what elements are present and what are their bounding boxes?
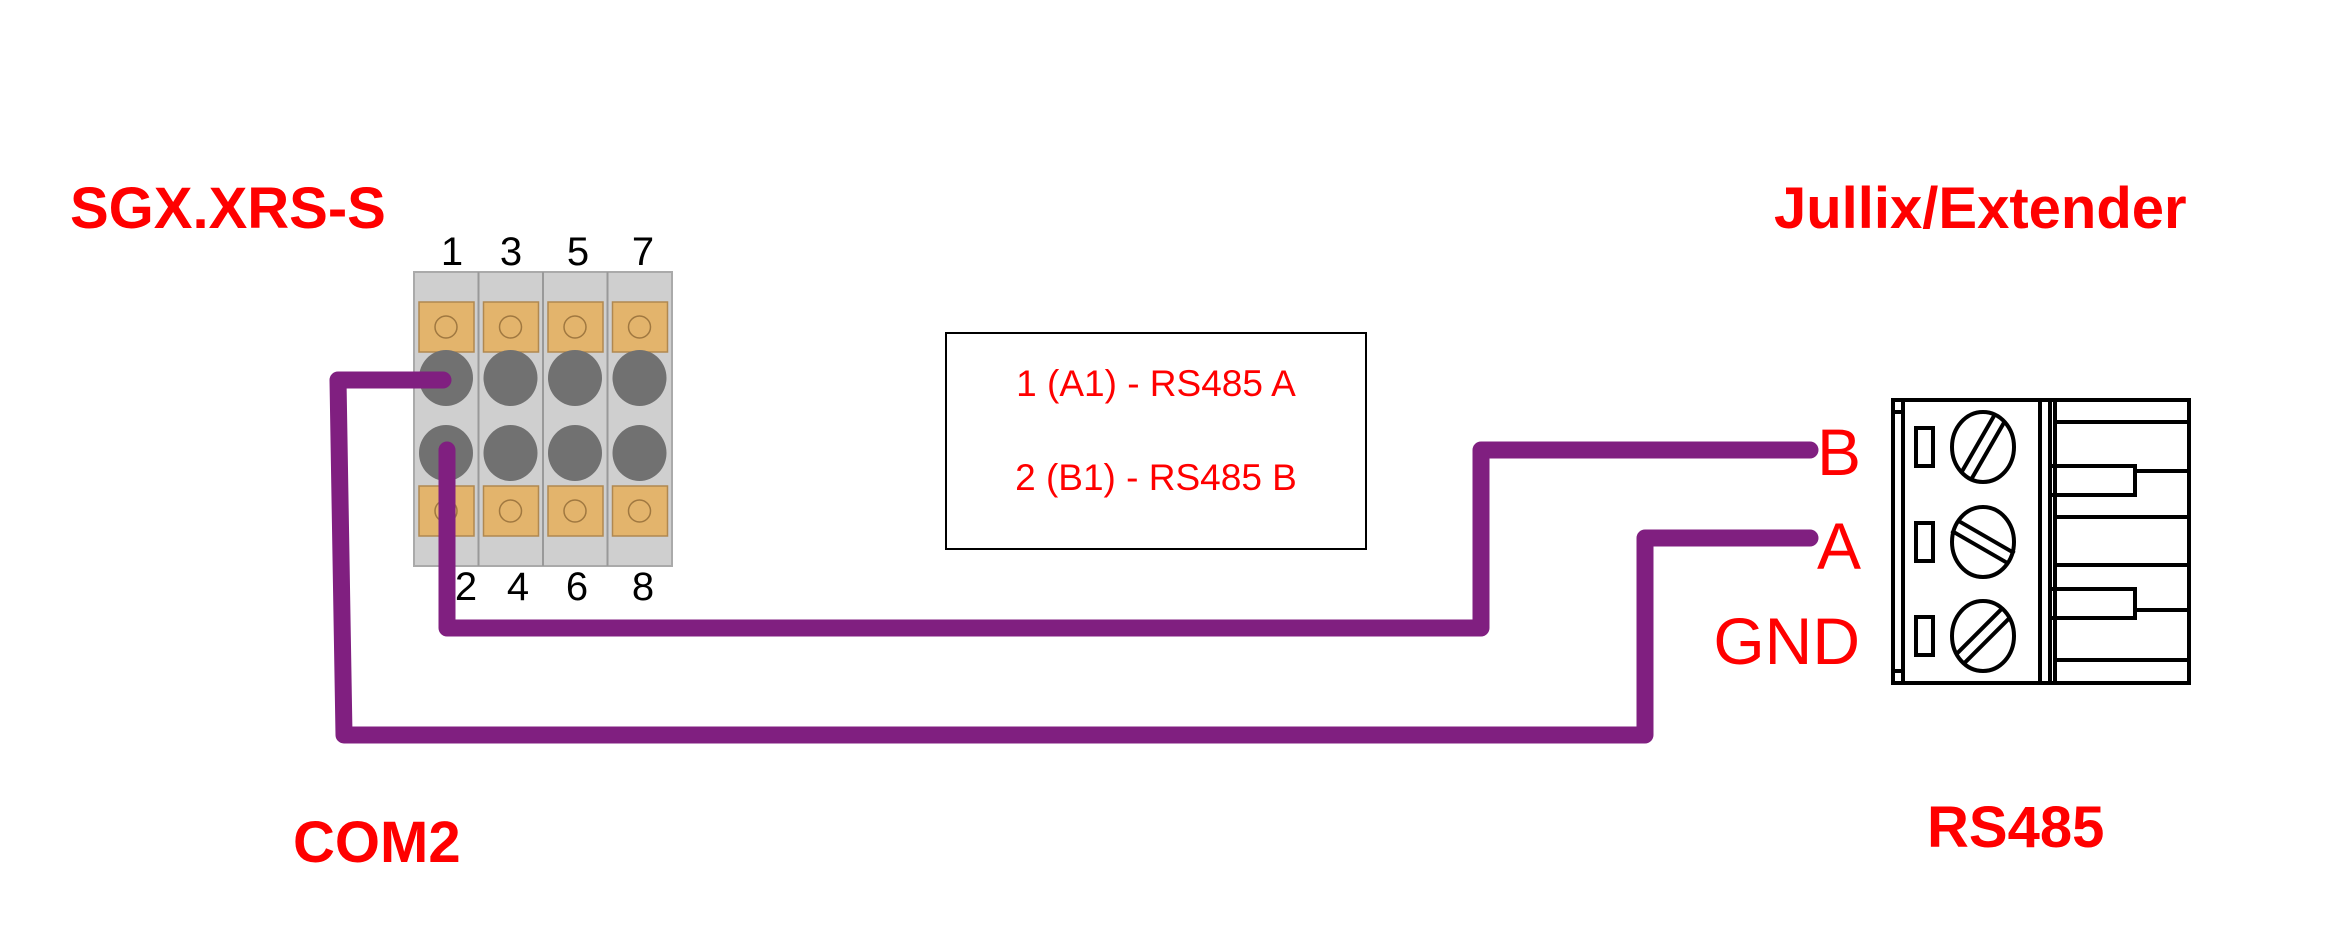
left-device-title: SGX.XRS-S (70, 176, 386, 241)
screw-icon (498, 499, 523, 523)
screw-icon (1950, 505, 2016, 579)
pin-label: 1 (441, 230, 463, 274)
signal-label-b: B (1817, 415, 1861, 489)
wire-a (329, 371, 1819, 744)
legend-line-1: 1 (A1) - RS485 A (1016, 363, 1296, 404)
signal-label-gnd: GND (1713, 604, 1860, 678)
left-port-label: COM2 (293, 810, 461, 875)
screw-icon (563, 499, 587, 523)
screw-icon (1950, 599, 2016, 673)
terminal-block (413, 271, 673, 567)
screw-icon (434, 315, 458, 339)
wire-entry-hole (612, 350, 667, 406)
screw-icon (563, 315, 587, 339)
connector-tab (2048, 587, 2137, 620)
release-slot (1914, 615, 1935, 657)
screw-slot (1959, 414, 2007, 480)
wire-entry-hole (548, 425, 602, 481)
wire-entry-hole (612, 425, 667, 481)
legend-box (945, 332, 1367, 550)
pin-label: 8 (632, 565, 654, 609)
release-slot (1914, 426, 1935, 468)
screw-icon (627, 315, 652, 339)
screw-icon (627, 499, 652, 523)
wire-entry-hole (483, 425, 538, 481)
screw-slot (1954, 607, 2012, 665)
pin-label: 6 (566, 565, 588, 609)
right-port-label: RS485 (1927, 795, 2104, 860)
pin-label: 2 (455, 565, 477, 609)
rs485-connector (1891, 398, 2191, 685)
legend-line-2: 2 (B1) - RS485 B (1015, 457, 1297, 498)
wire-entry-hole (548, 350, 602, 406)
pin-label: 7 (632, 230, 654, 274)
pin-label: 3 (500, 230, 522, 274)
wire-entry-hole (483, 350, 538, 406)
pin-label: 5 (567, 230, 589, 274)
connector-tab (2048, 464, 2137, 497)
right-device-title: Jullix/Extender (1774, 176, 2187, 241)
wire-b (438, 441, 1819, 637)
screw-icon (498, 315, 523, 339)
pin-label: 4 (507, 565, 529, 609)
release-slot (1914, 521, 1935, 563)
signal-label-a: A (1817, 509, 1861, 583)
screw-slot (1950, 518, 2016, 566)
